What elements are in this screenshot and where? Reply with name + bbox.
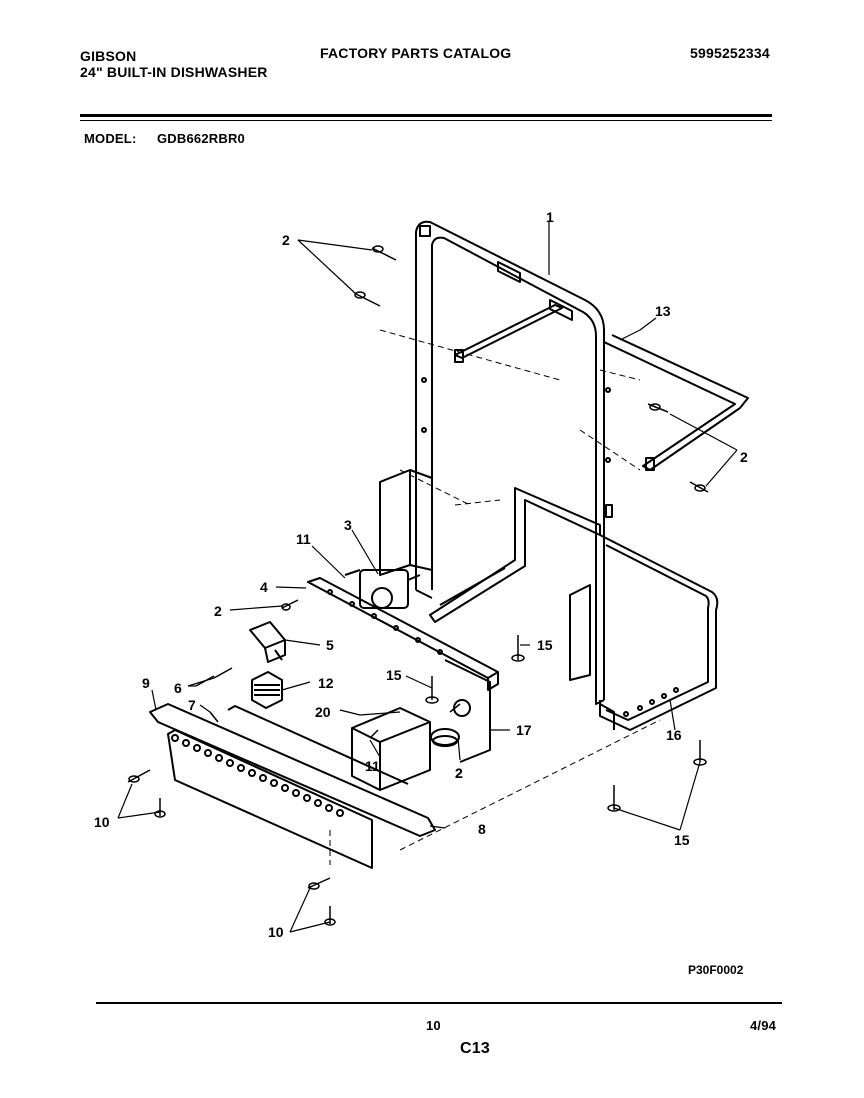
header-rule (80, 114, 772, 117)
callout-13: 13 (655, 303, 671, 319)
page-number: 10 (426, 1018, 441, 1033)
kickplate-part (149, 703, 436, 869)
screw-icons (127, 245, 709, 926)
left-bracket (379, 469, 411, 576)
callout-10-left: 10 (94, 814, 110, 830)
switch-part (249, 621, 286, 663)
callout-2-right: 2 (740, 449, 748, 465)
callout-2-top: 2 (282, 232, 290, 248)
section-code: C13 (460, 1040, 490, 1057)
callout-4: 4 (260, 579, 268, 595)
callout-2-left: 2 (214, 603, 222, 619)
callout-1: 1 (546, 209, 554, 225)
transformer-part (251, 671, 283, 709)
callout-16: 16 (666, 727, 682, 743)
product-name: 24" BUILT-IN DISHWASHER (80, 64, 268, 80)
callout-2-lower: 2 (455, 765, 463, 781)
callout-10-bottom: 10 (268, 924, 284, 940)
inlet-valve-part (344, 569, 421, 609)
callout-11-bottom: 11 (365, 758, 380, 774)
callout-7: 7 (188, 697, 196, 713)
callout-15-bottom: 15 (674, 832, 690, 848)
callout-2-bottom: 2 (455, 765, 463, 781)
catalog-title: FACTORY PARTS CATALOG (320, 45, 512, 61)
callout-20: 20 (315, 704, 331, 720)
header-rule-thin (80, 120, 772, 121)
catalog-number: 5995252334 (690, 45, 770, 61)
callout-8: 8 (478, 821, 486, 837)
capacitor-part (351, 707, 431, 791)
model-number: GDB662RBR0 (157, 131, 245, 146)
brand-name: GIBSON (80, 48, 137, 64)
callout-9: 9 (142, 675, 150, 691)
callout-15-right: 15 (537, 637, 553, 653)
top-rail-part (454, 304, 749, 471)
callout-11-top: 11 (296, 531, 311, 547)
callout-3: 3 (344, 517, 352, 533)
model-label: MODEL: (84, 131, 137, 146)
revision-date: 4/94 (750, 1018, 777, 1033)
left-bracket-side (409, 469, 433, 571)
mount-box-part (430, 659, 491, 763)
figure-code: P30F0002 (688, 963, 744, 977)
footer-rule (96, 1002, 782, 1004)
callout-12: 12 (318, 675, 334, 691)
valve-bracket-part (307, 577, 499, 691)
callout-17: 17 (516, 722, 532, 738)
bottom-frame-part (429, 487, 719, 731)
callout-15-mid: 15 (386, 667, 402, 683)
right-bracket (569, 584, 591, 681)
callout-5: 5 (326, 637, 334, 653)
door-frame-part (415, 220, 613, 705)
callout-labels: 1 2 2 2 3 4 2 11 5 6 9 7 12 20 15 11 17 … (94, 209, 748, 977)
callout-6: 6 (174, 680, 182, 696)
